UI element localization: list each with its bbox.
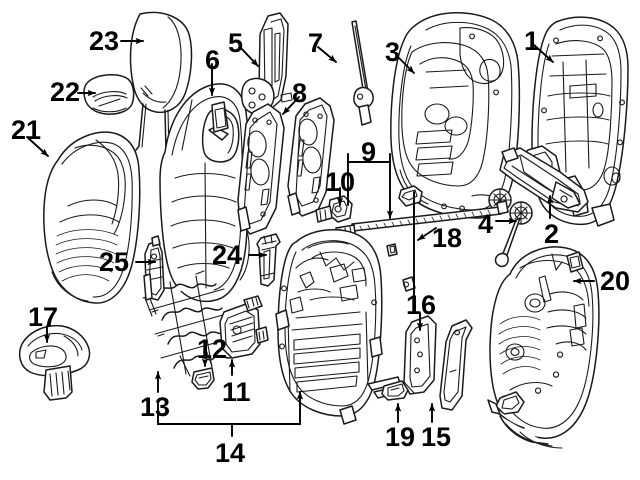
callout-label-5: 5 [228, 28, 244, 58]
callout-label-15: 15 [421, 422, 452, 452]
part-wire-clip [367, 376, 409, 401]
callout-label-19: 19 [385, 422, 416, 452]
callout-label-14: 14 [215, 438, 246, 468]
leader-7 [317, 46, 337, 63]
leader-3 [396, 55, 415, 74]
callout-label-23: 23 [89, 26, 120, 56]
part-retaining-clip [191, 367, 215, 390]
callout-label-16: 16 [406, 290, 437, 320]
part-flex-shaft-coupler [315, 195, 353, 223]
callout-label-11: 11 [222, 377, 251, 407]
leader-5 [239, 46, 259, 67]
callout-label-7: 7 [308, 28, 324, 58]
callout-label-3: 3 [385, 37, 401, 67]
callout-label-17: 17 [28, 302, 59, 332]
callout-label-9: 9 [361, 137, 377, 167]
part-rod-clips [386, 185, 423, 292]
callout-label-13: 13 [140, 392, 171, 422]
leader-1 [533, 44, 554, 63]
callout-label-25: 25 [99, 247, 130, 277]
part-seat-back-foam-pad [159, 83, 250, 302]
part-head-restraint [129, 11, 193, 157]
callout-label-4: 4 [478, 209, 494, 239]
callout-label-6: 6 [205, 45, 221, 75]
part-side-impact-plate-left [237, 103, 285, 235]
callout-label-2: 2 [544, 219, 560, 249]
callout-label-18: 18 [432, 223, 463, 253]
part-lumbar-adjust-rod [351, 20, 374, 126]
part-reinforcement-plate [403, 315, 437, 395]
part-side-impact-plate [287, 97, 335, 217]
leader-lines [26, 37, 595, 437]
part-recliner-motor-drive [499, 147, 589, 213]
callout-label-21: 21 [11, 115, 42, 145]
part-lumbar-control-module [219, 295, 269, 359]
part-latch-mechanism [143, 235, 165, 301]
part-guide-sleeve-pin [256, 233, 281, 287]
callout-label-24: 24 [212, 240, 243, 270]
part-seat-back-trim-cover [487, 246, 600, 449]
callout-label-1: 1 [524, 26, 540, 56]
part-seat-back-structure [275, 229, 383, 425]
part-side-bolster-bracket [439, 319, 473, 411]
part-head-restraint-guide-bezel [211, 101, 229, 133]
part-head-restraint-cover [83, 74, 135, 115]
part-seat-back-cushion-cover [43, 131, 141, 304]
callout-label-22: 22 [50, 77, 81, 107]
callout-label-20: 20 [600, 266, 631, 296]
leader-9-bracket [347, 153, 391, 163]
leader-18 [417, 227, 437, 241]
leader-14-bracket [157, 397, 301, 425]
part-head-restraint-guide [18, 324, 91, 401]
leader-21 [26, 136, 49, 157]
callout-label-12: 12 [197, 334, 228, 364]
callout-label-8: 8 [292, 78, 308, 108]
leader-8 [282, 96, 300, 115]
callout-label-10: 10 [325, 167, 356, 197]
